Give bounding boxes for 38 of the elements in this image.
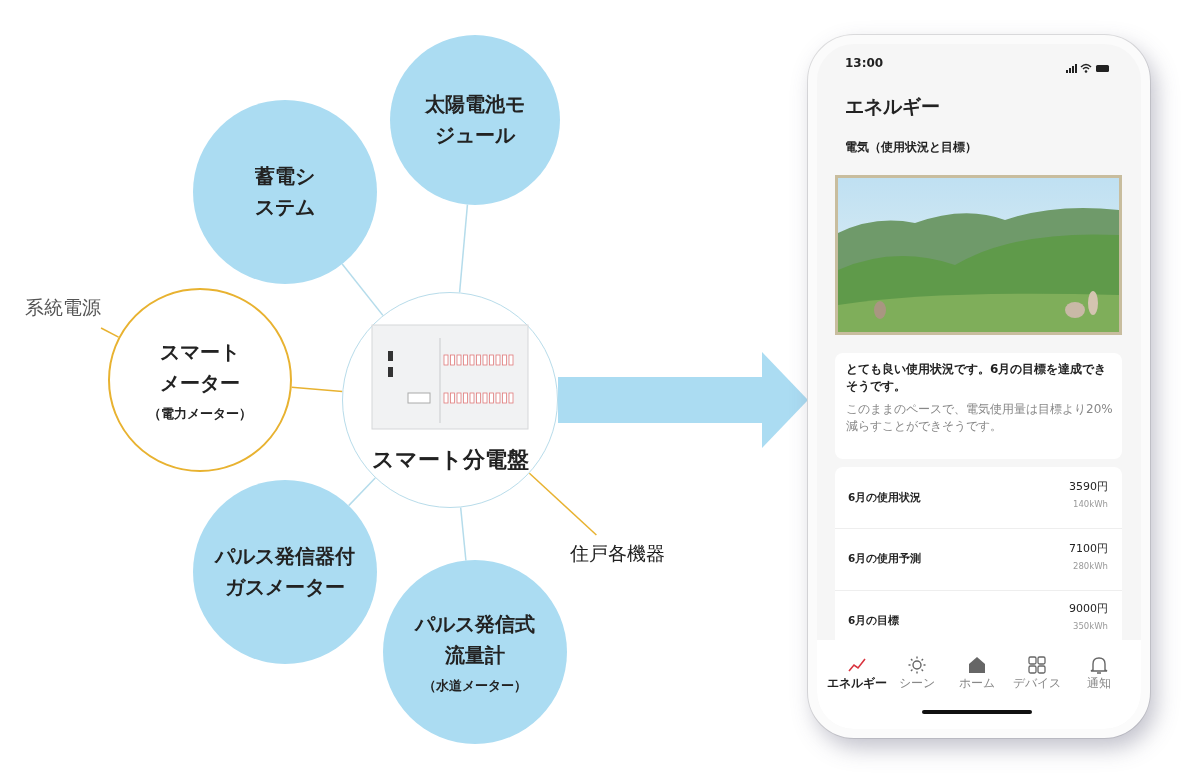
connector-line <box>347 477 376 507</box>
connector-line <box>459 506 467 562</box>
price-value: 3590円 <box>1068 479 1108 495</box>
status-time: 13:00 <box>845 55 885 72</box>
node-label: スマートメーター <box>159 339 241 397</box>
node-label: パルス発信器付ガスメーター <box>215 543 355 601</box>
connector-line <box>341 263 384 317</box>
tab-label: ホーム <box>958 675 996 692</box>
tab-label: 通知 <box>1086 675 1112 692</box>
message-text: このままのペースで、電気使用量は目標より20%減らすことができそうです。 <box>846 401 1114 436</box>
energy-value: 350kWh <box>1072 620 1108 633</box>
node-label: 住戸各機器 <box>548 535 686 573</box>
node-label: 系統電源 <box>8 288 118 328</box>
tab-label: シーン <box>898 675 936 692</box>
price-value: 7100円 <box>1068 541 1108 557</box>
node-label: スマート分電盤 <box>371 445 529 474</box>
energy-value: 280kWh <box>1072 560 1108 573</box>
section-heading: 電気（使用状況と目標） <box>845 139 978 156</box>
price-value: 9000円 <box>1068 601 1108 617</box>
connector-line <box>528 472 598 536</box>
connector-line <box>100 327 120 338</box>
row-label: 6月の使用予測 <box>848 551 923 566</box>
screen-title: エネルギー <box>845 94 941 119</box>
phone-mockup <box>808 35 1150 738</box>
tab-label: デバイス <box>1012 675 1062 692</box>
message-heading: とても良い使用状況です。6月の目標を達成できそうです。 <box>846 361 1108 396</box>
node-label: パルス発信式流量計 <box>415 611 535 669</box>
connector-line <box>458 203 469 294</box>
connector-line <box>290 386 344 393</box>
block-arrow <box>558 352 808 448</box>
row-label: 6月の目標 <box>848 613 901 628</box>
row-label: 6月の使用状況 <box>848 490 923 505</box>
node-label: 蓄電システム <box>254 163 316 221</box>
tab-label: エネルギー <box>827 675 887 692</box>
node-label: 太陽電池モジュール <box>425 91 525 149</box>
node-sublabel: （電力メーター） <box>148 405 252 423</box>
node-sublabel: （水道メーター） <box>423 677 527 695</box>
energy-value: 140kWh <box>1072 498 1108 511</box>
